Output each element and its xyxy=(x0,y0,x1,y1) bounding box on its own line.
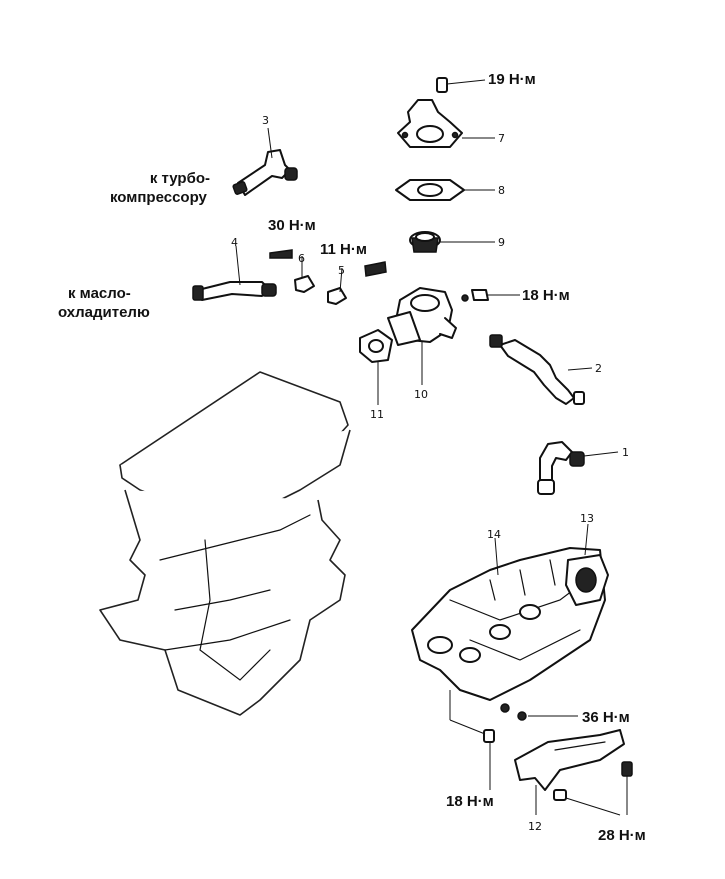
callout-6: 6 xyxy=(298,252,305,265)
torque-18-upper: 18 Н·м xyxy=(522,287,570,304)
torque-labels: 19 Н·м 30 Н·м 11 Н·м 18 Н·м 36 Н·м 18 Н·… xyxy=(268,71,646,844)
torque-19: 19 Н·м xyxy=(488,71,536,88)
leader-lines xyxy=(235,79,628,816)
callout-12: 12 xyxy=(528,820,542,833)
torque-18-lower: 18 Н·м xyxy=(446,793,494,810)
torque-30: 30 Н·м xyxy=(268,217,316,234)
callout-13: 13 xyxy=(580,512,594,525)
callout-2: 2 xyxy=(595,362,602,375)
part-12-bracket xyxy=(514,729,633,801)
part-5-fitting xyxy=(327,261,387,305)
callout-14: 14 xyxy=(487,528,501,541)
callout-numbers: 1 2 3 4 5 6 7 8 9 10 11 13 14 12 xyxy=(231,114,629,833)
note-turbo-line1: к турбо- xyxy=(150,170,210,187)
callout-8: 8 xyxy=(498,184,505,197)
callout-1: 1 xyxy=(622,446,629,459)
note-oil-line1: к масло- xyxy=(68,285,131,302)
part-7-water-outlet xyxy=(397,77,463,148)
callout-4: 4 xyxy=(231,236,238,249)
part-1-elbow-hose xyxy=(537,441,585,495)
part-3-turbo-hose xyxy=(232,149,298,196)
part-2-coolant-hose xyxy=(489,334,585,405)
callout-9: 9 xyxy=(498,236,505,249)
part-8-gasket xyxy=(395,179,465,201)
torque-11: 11 Н·м xyxy=(320,241,367,258)
note-turbo-line2: компрессору xyxy=(110,189,208,206)
torque-28: 28 Н·м xyxy=(598,827,646,844)
torque-36: 36 Н·м xyxy=(582,709,630,726)
callout-3: 3 xyxy=(262,114,269,127)
callout-5: 5 xyxy=(338,264,345,277)
part-14-intake-manifold xyxy=(411,547,606,701)
part-6-fitting xyxy=(269,249,315,293)
destination-notes: к турбо- компрессору к масло- охладителю xyxy=(58,170,210,321)
note-oil-line2: охладителю xyxy=(58,304,150,321)
part-10-housing xyxy=(387,287,489,346)
part-9-thermostat xyxy=(409,231,441,253)
engine-block xyxy=(99,371,351,716)
part-13-throttle-body xyxy=(565,554,609,606)
callout-7: 7 xyxy=(498,132,505,145)
callout-11-lower: 11 xyxy=(370,408,384,421)
part-11-flange-gasket xyxy=(359,329,393,363)
manifold-nuts xyxy=(483,703,527,743)
callout-10: 10 xyxy=(414,388,428,401)
part-4-oil-cooler-hose xyxy=(192,281,277,301)
